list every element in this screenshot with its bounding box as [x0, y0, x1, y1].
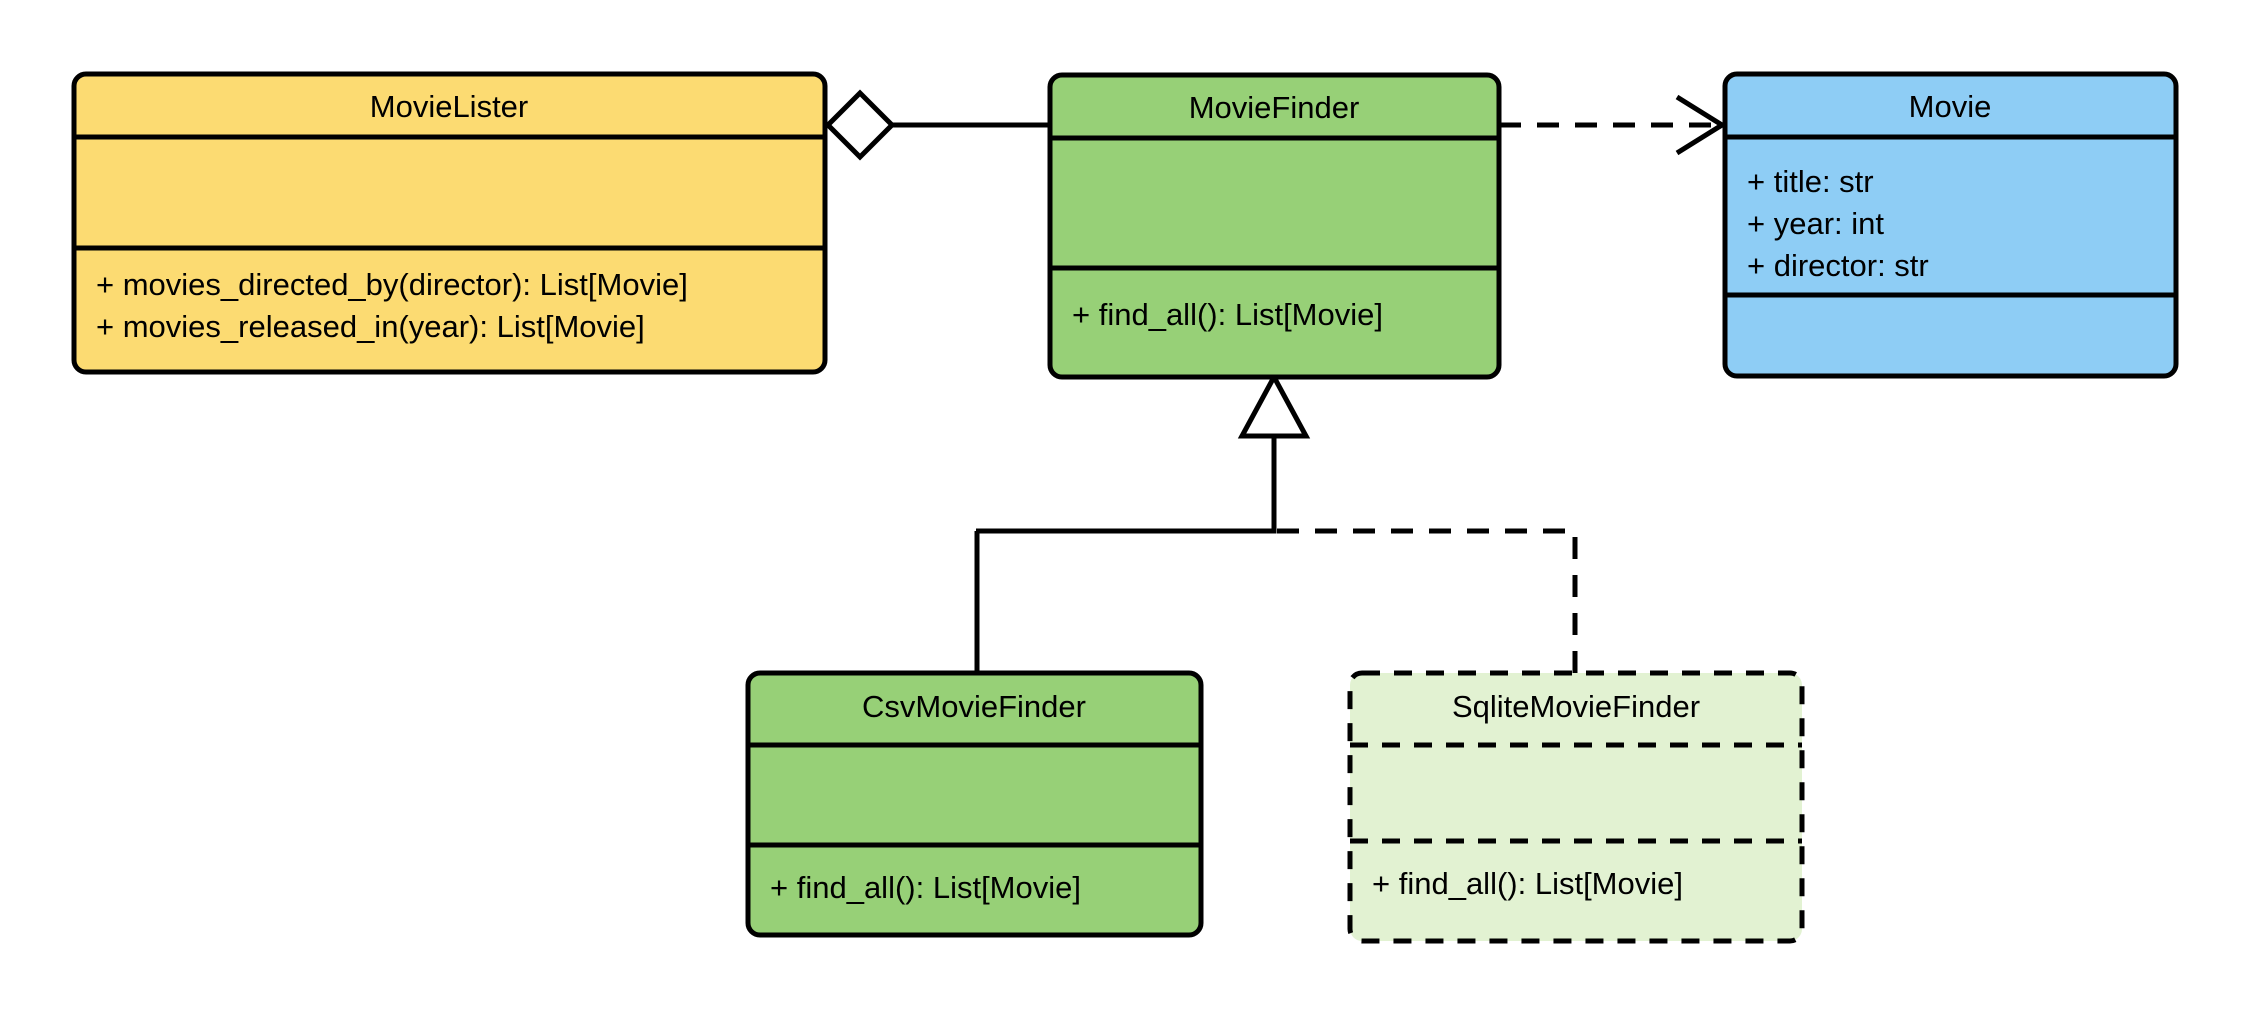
open-arrow-icon: [1675, 94, 1727, 156]
class-box-sqlite-movie-finder[interactable]: SqliteMovieFinder + find_all(): List[Mov…: [1347, 670, 1805, 944]
relationship-sqlitemoviefinder-generalization-moviefinder[interactable]: [1274, 528, 1578, 673]
movie-lister-title: MovieLister: [370, 89, 529, 124]
movie-finder-method-0: + find_all(): List[Movie]: [1072, 297, 1383, 332]
generalization-line-csv: [974, 528, 980, 673]
class-box-movie-finder[interactable]: MovieFinder + find_all(): List[Movie]: [1047, 72, 1502, 380]
movie-title: Movie: [1909, 89, 1992, 124]
movie-lister-frame: [71, 71, 828, 375]
sqlite-movie-finder-title: SqliteMovieFinder: [1452, 689, 1700, 724]
movie-finder-frame: [1047, 72, 1502, 380]
movie-attribute-2: + director: str: [1747, 248, 1929, 283]
csv-movie-finder-method-0: + find_all(): List[Movie]: [770, 870, 1081, 905]
csv-movie-finder-frame: [745, 670, 1204, 938]
relationship-movielister-aggregation-moviefinder[interactable]: [824, 89, 1050, 161]
class-box-movie[interactable]: Movie + title: str + year: int + directo…: [1722, 71, 2179, 379]
sqlite-movie-finder-frame: [1347, 670, 1805, 944]
csv-movie-finder-title: CsvMovieFinder: [862, 689, 1086, 724]
relationship-csvmoviefinder-generalization-moviefinder[interactable]: [974, 410, 1277, 673]
movie-finder-title: MovieFinder: [1189, 90, 1360, 125]
generalization-elbow-csv: [977, 410, 1277, 534]
movie-frame: [1722, 71, 2179, 379]
hollow-triangle-icon: [1237, 371, 1311, 439]
movie-lister-method-0: + movies_directed_by(director): List[Mov…: [96, 267, 688, 302]
class-box-movie-lister[interactable]: MovieLister + movies_directed_by(directo…: [71, 71, 828, 375]
generalization-line-sqlite: [1274, 528, 1578, 673]
movie-lister-method-1: + movies_released_in(year): List[Movie]: [96, 309, 645, 344]
movie-attribute-0: + title: str: [1747, 164, 1874, 199]
class-box-csv-movie-finder[interactable]: CsvMovieFinder + find_all(): List[Movie]: [745, 670, 1204, 938]
relationship-moviefinder-dependency-movie[interactable]: [1499, 94, 1727, 156]
sqlite-movie-finder-method-0: + find_all(): List[Movie]: [1372, 866, 1683, 901]
movie-attribute-1: + year: int: [1747, 206, 1884, 241]
hollow-diamond-icon: [824, 89, 896, 161]
generalization-triangle-group: [1237, 371, 1311, 439]
